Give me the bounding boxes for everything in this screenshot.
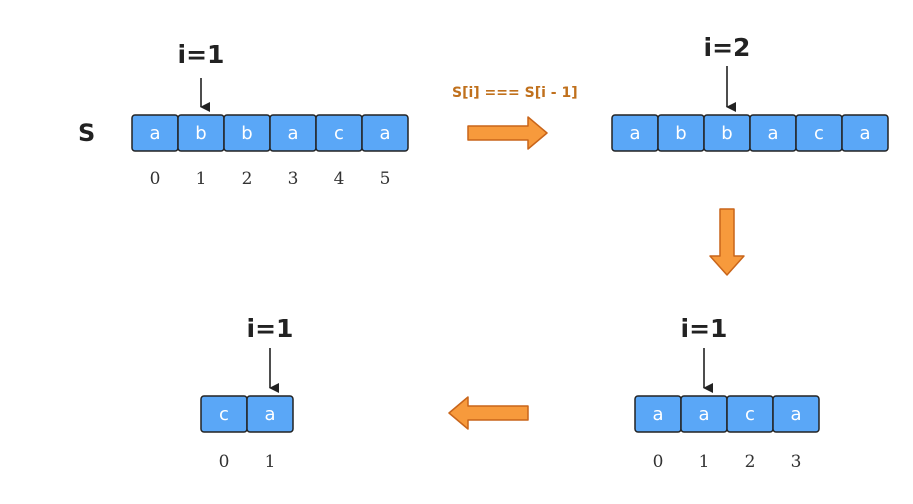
cell-char: c: [814, 123, 824, 144]
index-label: 1: [699, 452, 710, 472]
pointer-label: i=1: [178, 40, 225, 69]
index-label: 3: [288, 169, 299, 189]
transition-arrows: [448, 116, 745, 430]
condition-label: S[i] === S[i - 1]: [452, 85, 578, 101]
cell-char: a: [287, 123, 298, 144]
index-label: 1: [265, 452, 276, 472]
cell-char: a: [790, 404, 801, 425]
cell-char: c: [334, 123, 344, 144]
index-label: 1: [196, 169, 207, 189]
panel-step1: a b b a c a 0 1 2 3 4 5 i=1: [131, 40, 409, 189]
arrow-left-icon: [448, 396, 529, 430]
index-label: 4: [334, 169, 345, 189]
cell-char: c: [219, 404, 229, 425]
cell-char: a: [859, 123, 870, 144]
cell-char: a: [629, 123, 640, 144]
string-label: S: [78, 119, 95, 147]
cell-box: [841, 114, 889, 152]
cell-char: b: [195, 123, 206, 144]
index-label: 0: [653, 452, 664, 472]
cell-box: [361, 114, 409, 152]
index-label: 2: [242, 169, 253, 189]
panel-step2: a b b a c a i=2: [611, 33, 889, 152]
cell-box: [246, 395, 294, 433]
cell-char: b: [675, 123, 686, 144]
watermark-text: @稀土掘金技术社区: [737, 469, 881, 488]
cell-char: b: [241, 123, 252, 144]
cell-char: a: [767, 123, 778, 144]
cell-box: [772, 395, 820, 433]
cell-char: b: [721, 123, 732, 144]
index-label: 5: [380, 169, 391, 189]
cell-char: a: [149, 123, 160, 144]
index-label: 2: [745, 452, 756, 472]
watermark: @稀土掘金技术社区: [737, 469, 881, 488]
pointer-label: i=1: [247, 314, 294, 343]
index-label: 0: [219, 452, 230, 472]
cell-char: c: [745, 404, 755, 425]
panel-step4: c a 0 1 i=1: [200, 314, 294, 472]
panels: a b b a c a 0 1 2 3 4 5 i=1 a b b a c a i=2 a a c a 0 1 2 3 i=1 c a 0 1 i…: [131, 33, 889, 472]
pointer-label: i=2: [704, 33, 751, 62]
index-label: 0: [150, 169, 161, 189]
cell-char: a: [652, 404, 663, 425]
cell-char: a: [264, 404, 275, 425]
pointer-label: i=1: [681, 314, 728, 343]
arrow-right-icon: [467, 116, 548, 150]
cell-char: a: [698, 404, 709, 425]
cell-char: a: [379, 123, 390, 144]
index-label: 3: [791, 452, 802, 472]
panel-step3: a a c a 0 1 2 3 i=1: [634, 314, 820, 472]
arrow-down-icon: [709, 208, 745, 276]
